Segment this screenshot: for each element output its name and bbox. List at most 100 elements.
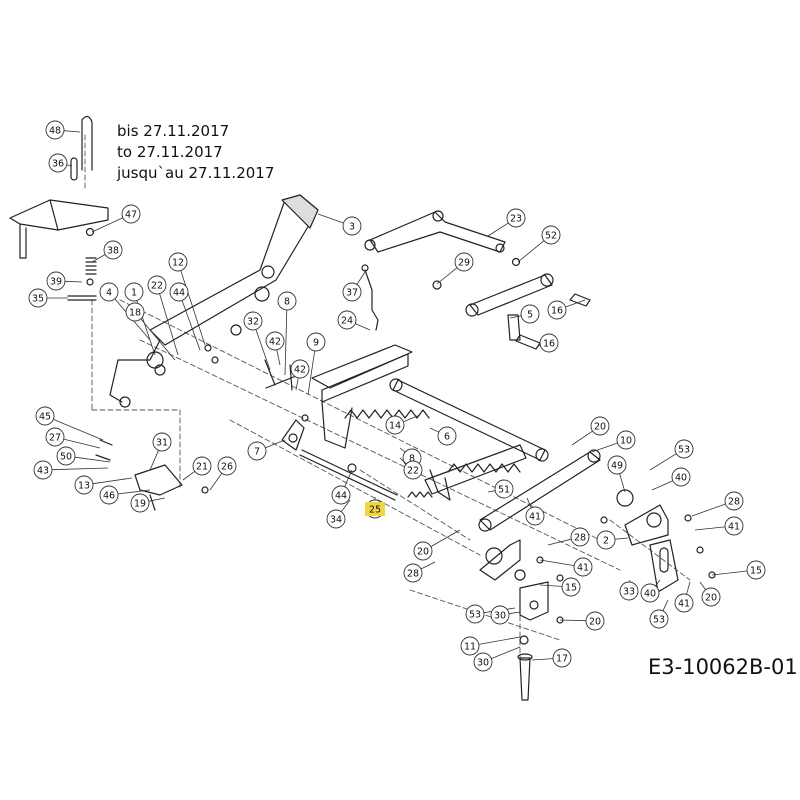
callout-15: 15: [539, 577, 581, 597]
callout-bubble: [147, 275, 167, 295]
callout-leader: [711, 570, 748, 576]
callout-33: 33: [619, 579, 639, 601]
callout-bubble: [35, 406, 55, 426]
callout-label: 30: [477, 658, 489, 669]
callout-bubble: [539, 333, 559, 353]
callout-label: 39: [50, 277, 62, 288]
callout-leader: [539, 584, 563, 587]
callout-6: 6: [429, 426, 457, 446]
callout-bubble: [746, 560, 766, 580]
callout-bubble: [290, 359, 310, 379]
callout-leader: [265, 439, 286, 449]
callout-42: 42: [290, 359, 310, 391]
callout-bubble: [520, 304, 540, 324]
callout-44: 44: [331, 469, 353, 505]
callout-20: 20: [699, 581, 721, 607]
callout-bubble: [243, 311, 263, 331]
callout-leader: [92, 477, 133, 485]
callout-label: 52: [545, 231, 557, 242]
callout-label: 20: [594, 422, 606, 433]
callout-label: 32: [247, 317, 259, 328]
callout-label: 10: [620, 436, 632, 447]
callout-leader: [403, 414, 421, 423]
callout-leader: [53, 419, 104, 441]
callout-label: 27: [49, 433, 61, 444]
callout-label: 47: [125, 210, 137, 221]
callout-leader: [430, 529, 461, 547]
callout-bubble: [121, 204, 141, 224]
callout-bubble: [45, 427, 65, 447]
callout-label: 20: [705, 593, 717, 604]
callout-label: 13: [78, 481, 90, 492]
callout-41: 41: [539, 557, 593, 577]
callout-bubble: [674, 439, 694, 459]
callout-leader: [591, 442, 618, 453]
callout-label: 25: [369, 505, 381, 516]
callout-label: 46: [103, 491, 115, 502]
callout-bubble: [247, 441, 267, 461]
callout-leader: [355, 323, 371, 331]
callout-bubble: [337, 310, 357, 330]
callout-leader: [686, 581, 691, 595]
callout-bubble: [33, 460, 53, 480]
callout-label: 30: [494, 611, 506, 622]
callout-bubble: [473, 652, 493, 672]
callout-leader: [619, 473, 626, 493]
callout-29: 29: [436, 252, 474, 285]
callout-38: 38: [91, 240, 123, 263]
callout-leader: [284, 309, 288, 376]
callout-label: 17: [556, 654, 568, 665]
callout-17: 17: [531, 648, 572, 668]
callout-leader: [91, 217, 123, 233]
callout-bubble: [640, 583, 660, 603]
callout-label: 43: [37, 466, 49, 477]
callout-bubble: [437, 426, 457, 446]
callout-48: 48: [45, 120, 81, 140]
callout-label: 41: [678, 599, 690, 610]
validity-note: bis 27.11.2017 to 27.11.2017 jusqu`au 27…: [117, 121, 274, 184]
drawing-code: E3-10062B-01: [648, 655, 798, 679]
callout-37: 37: [342, 271, 366, 302]
callout-32: 32: [243, 311, 271, 371]
callout-bubble: [506, 208, 526, 228]
callout-bubble: [585, 611, 605, 631]
callout-46: 46: [99, 485, 151, 505]
callout-41: 41: [674, 581, 694, 613]
callout-31: 31: [149, 432, 172, 471]
callout-label: 48: [49, 126, 61, 137]
validity-note-de: bis 27.11.2017: [117, 122, 230, 140]
callout-leader: [547, 538, 572, 546]
callout-bubble: [454, 252, 474, 272]
callout-5: 5: [509, 304, 540, 324]
callout-leader: [344, 469, 353, 487]
callout-36: 36: [48, 153, 73, 173]
callout-label: 4: [106, 288, 112, 299]
callout-bubble: [45, 120, 65, 140]
callout-label: 33: [623, 587, 635, 598]
callout-label: 31: [156, 438, 168, 449]
callout-label: 20: [417, 547, 429, 558]
callout-leader: [651, 480, 673, 491]
callout-label: 11: [464, 642, 476, 653]
callout-bubble: [99, 485, 119, 505]
callout-bubble: [125, 302, 145, 322]
callout-leader: [276, 349, 281, 366]
callout-49: 49: [607, 455, 627, 493]
callout-label: 53: [653, 615, 665, 626]
callout-bubble: [525, 506, 545, 526]
callout-bubble: [342, 216, 362, 236]
callout-leader: [420, 561, 436, 570]
callout-leader: [526, 497, 532, 508]
callout-leader: [64, 280, 83, 283]
callout-20: 20: [559, 611, 605, 631]
callout-label: 44: [335, 491, 347, 502]
callout-label: 44: [173, 288, 185, 299]
callout-leader: [51, 467, 109, 471]
callout-bubble: [561, 577, 581, 597]
callout-label: 20: [589, 617, 601, 628]
callout-label: 19: [134, 499, 146, 510]
callout-leader: [180, 270, 206, 346]
callout-bubble: [674, 593, 694, 613]
callout-label: 26: [221, 462, 233, 473]
callout-label: 28: [407, 569, 419, 580]
